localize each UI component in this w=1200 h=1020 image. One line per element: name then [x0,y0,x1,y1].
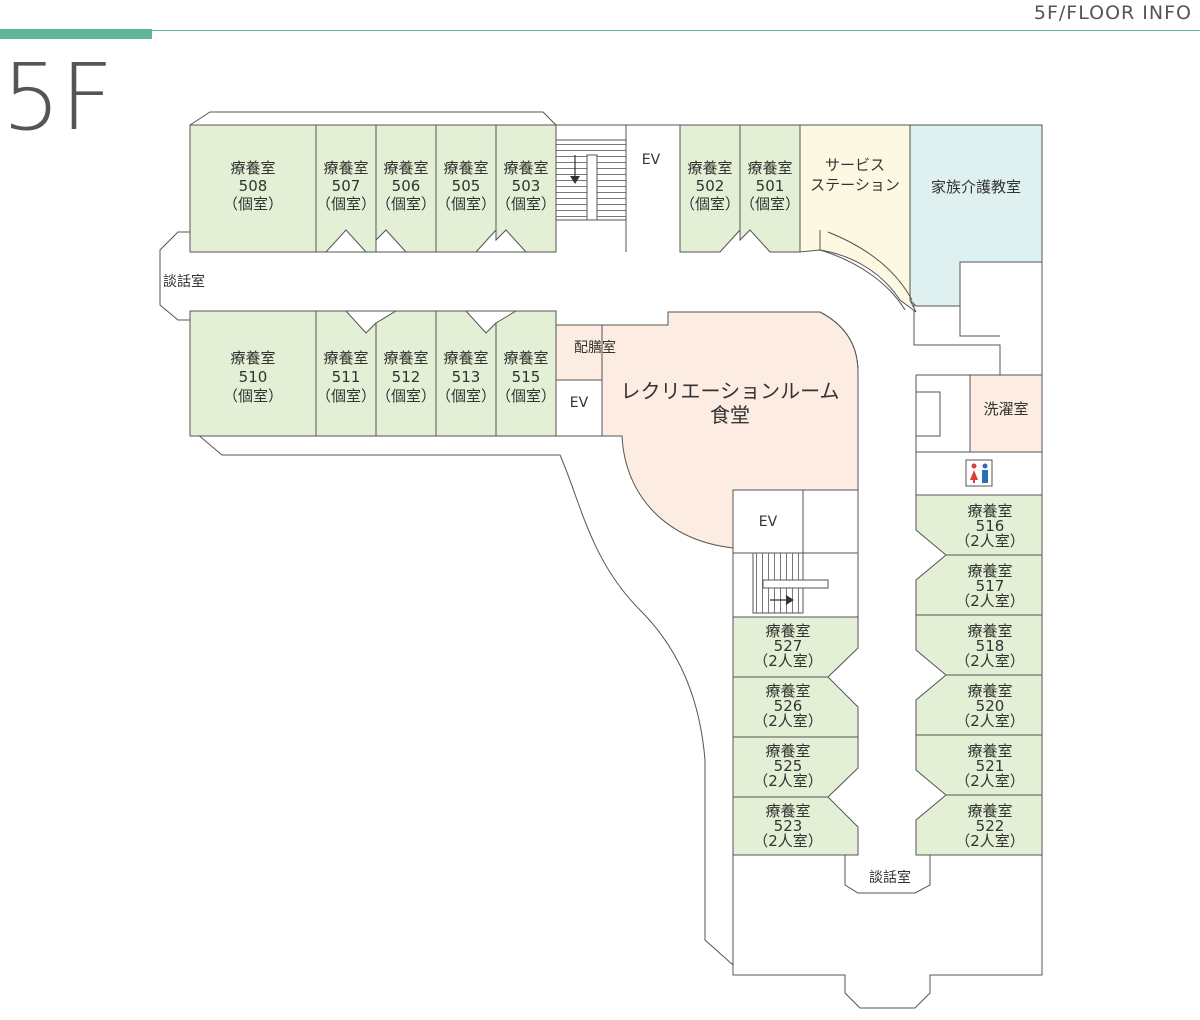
ev-east-label: EV [759,514,778,530]
page-title: 5F/FLOOR INFO [1033,2,1192,24]
restroom-icon [965,459,993,487]
laundry-room [969,374,1043,453]
room-503 [495,124,557,253]
family-care-label: 家族介護教室 [931,178,1021,196]
room-527 [732,616,859,678]
stairs-north [555,139,627,221]
room-505 [435,124,497,253]
ev-north-label: EV [642,152,661,168]
room-526 [732,676,859,738]
floor-number: 5F [2,44,114,151]
room-502 [679,124,741,253]
lounge-west-label: 談話室 [163,273,205,290]
family-care-room [909,124,1043,307]
room-523 [732,796,859,856]
dining-room [601,311,859,549]
service-station [799,124,917,313]
room-525 [732,736,859,798]
header-rule [0,30,1200,31]
lounge-south-label: 談話室 [869,869,911,886]
pantry-label: 配膳室 [574,339,616,356]
room-508 [189,124,317,253]
ev-center-label: EV [570,395,589,411]
laundry-label: 洗濯室 [983,400,1028,418]
dining-label: レクリエーションルーム食堂 [621,379,840,427]
room-522 [915,794,1043,856]
header-accent-bar [0,29,152,39]
stairs-center [752,552,829,614]
service-station-label: サービスステーション [810,156,900,194]
